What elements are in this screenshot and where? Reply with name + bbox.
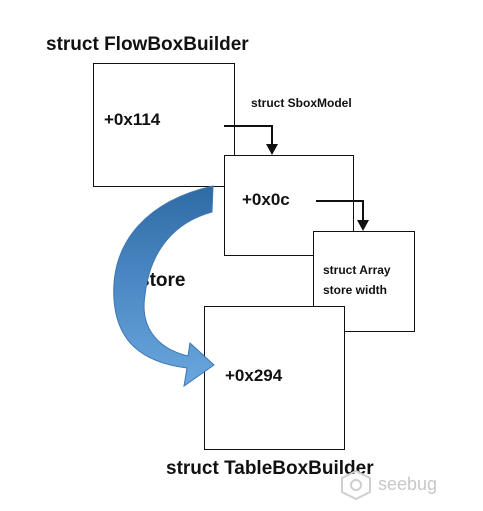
arrowhead-array — [357, 220, 369, 231]
array-line1: struct Array — [323, 263, 391, 277]
array-text: struct Array store width — [323, 260, 391, 300]
tablebox-title: struct TableBoxBuilder — [166, 458, 374, 479]
tablebox-offset: +0x294 — [225, 366, 283, 385]
arrowhead-sboxmodel — [266, 144, 278, 155]
tablebox-box: +0x294 — [204, 306, 345, 450]
store-label: store — [139, 270, 186, 291]
seebug-logo-icon — [341, 469, 371, 501]
flowbox-title: struct FlowBoxBuilder — [46, 34, 249, 55]
store-curve-arrow — [113, 185, 215, 388]
sboxmodel-label: struct SboxModel — [251, 96, 352, 110]
sboxmodel-offset: +0x0c — [242, 190, 290, 209]
flowbox-offset: +0x114 — [104, 110, 161, 129]
seebug-text: seebug — [378, 474, 438, 494]
arrow-flowbox-to-sboxmodel — [224, 125, 273, 148]
array-line2: store width — [323, 283, 388, 297]
arrow-sboxmodel-to-array — [316, 200, 364, 224]
